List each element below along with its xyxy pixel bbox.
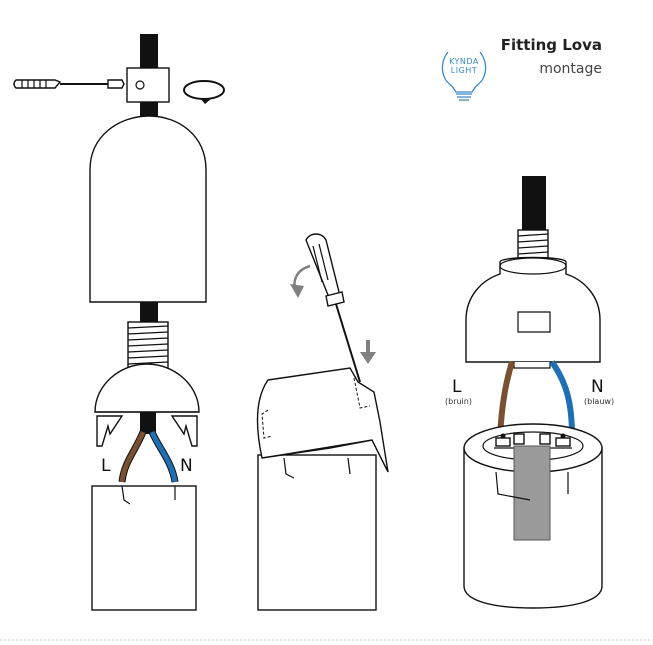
screwdriver-diagonal-icon (305, 233, 361, 383)
label-neutral-left: N (180, 456, 193, 476)
label-live-left: L (101, 456, 111, 476)
panel-step-2 (256, 233, 389, 611)
lightbulb-icon (441, 51, 487, 101)
socket-body-mid (257, 454, 377, 611)
brown-wire (119, 431, 146, 483)
lamp-shade (89, 115, 207, 303)
down-arrow-icon (360, 340, 376, 364)
tilted-cap (256, 367, 389, 473)
logo: KYNDA LIGHT (441, 51, 487, 101)
label-live-right-color: (bruin) (445, 397, 472, 406)
fitting-cap-right (465, 256, 601, 363)
page-title: Fitting Lova (501, 36, 602, 54)
rotate-arrow-icon (183, 80, 225, 104)
page-subtitle: montage (539, 61, 602, 77)
tilt-arrow-icon (290, 264, 311, 298)
threaded-tube (127, 321, 169, 371)
label-neutral-right: N (591, 377, 604, 397)
fitting-cap (94, 363, 200, 413)
center-tube (513, 445, 551, 541)
cable-clamp (126, 67, 170, 103)
label-neutral-right-color: (blauw) (584, 397, 614, 406)
logo-line1: KYNDA (449, 57, 479, 66)
socket-body (91, 485, 197, 611)
cable-top (140, 34, 158, 74)
screwdriver-icon (13, 79, 125, 89)
panel-step-1: L N (13, 34, 225, 611)
label-live-right: L (452, 377, 462, 397)
panel-step-3: L (bruin) N (blauw) (445, 176, 614, 609)
logo-line2: LIGHT (451, 66, 477, 75)
blue-wire (149, 430, 178, 483)
blue-wire-right (549, 360, 575, 437)
